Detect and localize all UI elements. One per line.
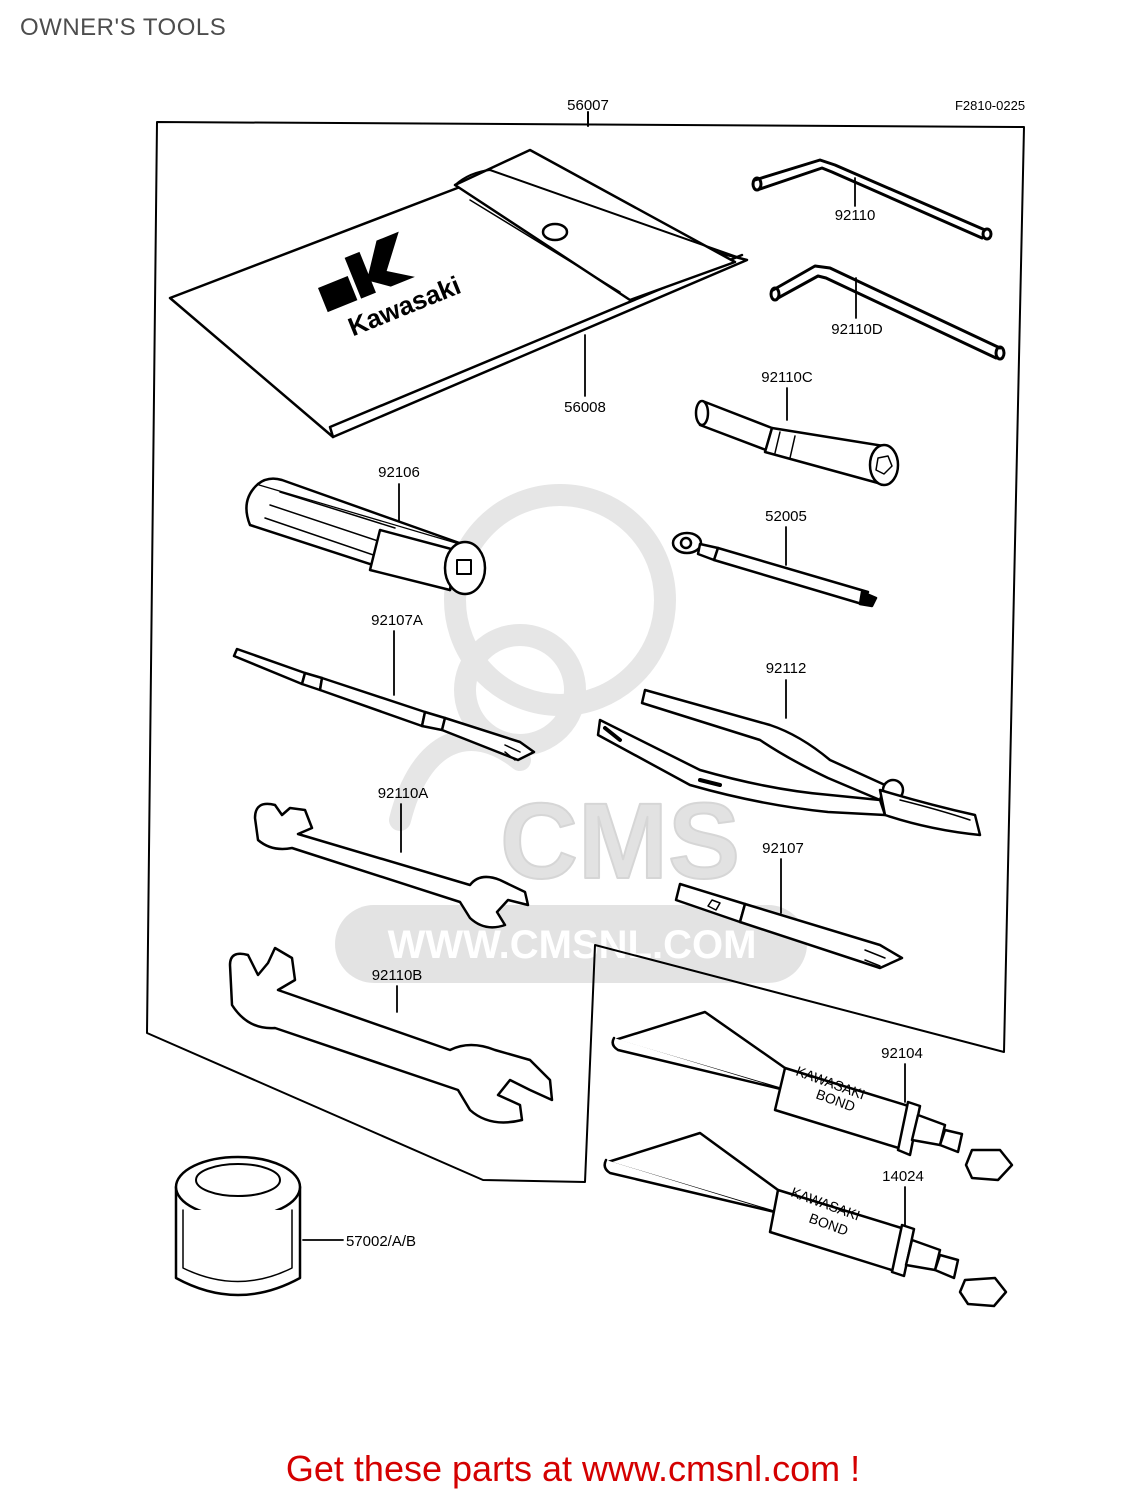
callout-labels: 56007 F2810-0225 92110 92110D 56008 9211…: [346, 97, 1025, 1250]
pliers: [596, 688, 982, 837]
part-label-bond-1: 92104: [881, 1045, 923, 1062]
cms-watermark: CMS WWW.CMSNL.COM: [335, 484, 807, 983]
ref-code: F2810-0225: [955, 98, 1025, 113]
part-label-oil-container: 57002/A/B: [346, 1233, 416, 1250]
open-end-wrench-b: [228, 946, 554, 1124]
screwdriver-handle: [245, 477, 487, 596]
hex-key-d: [769, 264, 1006, 361]
kit-boundary: [146, 111, 1025, 1183]
page-title: OWNER'S TOOLS: [20, 14, 227, 41]
part-label-handle: 92106: [378, 464, 420, 481]
footer-banner[interactable]: Get these parts at www.cmsnl.com !: [285, 1448, 861, 1489]
part-label-pliers: 92112: [766, 660, 807, 677]
part-label-hex-key-d: 92110D: [831, 321, 883, 338]
part-label-extension-bar: 52005: [765, 508, 807, 525]
screwdriver-bit-a: [232, 647, 536, 762]
screwdriver: [674, 882, 904, 970]
part-label-wrench-a: 92110A: [378, 785, 429, 802]
part-label-bond-2: 14024: [882, 1168, 924, 1185]
tool-pouch: Kawasaki: [168, 148, 749, 439]
part-label-kit: 56007: [567, 97, 609, 114]
oil-container: [174, 1155, 302, 1297]
watermark-logo: CMS: [500, 780, 740, 901]
part-label-plug-wrench: 92110C: [761, 369, 813, 386]
open-end-wrench-a: [253, 802, 530, 929]
watermark-pill: [335, 905, 807, 983]
bond-tube-2: KAWASAKI BOND: [603, 1131, 1008, 1308]
part-label-screwdriver: 92107: [762, 840, 804, 857]
extension-bar: [671, 531, 878, 608]
pouch-snap: [541, 222, 569, 242]
bond-tube-1: KAWASAKI BOND: [611, 1010, 1014, 1182]
part-label-pouch: 56008: [564, 399, 606, 416]
part-label-wrench-b: 92110B: [372, 967, 423, 984]
hex-key: [751, 158, 993, 241]
watermark-url: WWW.CMSNL.COM: [388, 923, 757, 967]
part-label-hex-key: 92110: [835, 207, 876, 224]
plug-wrench: [694, 399, 900, 487]
part-label-screwdriver-a: 92107A: [371, 612, 423, 629]
